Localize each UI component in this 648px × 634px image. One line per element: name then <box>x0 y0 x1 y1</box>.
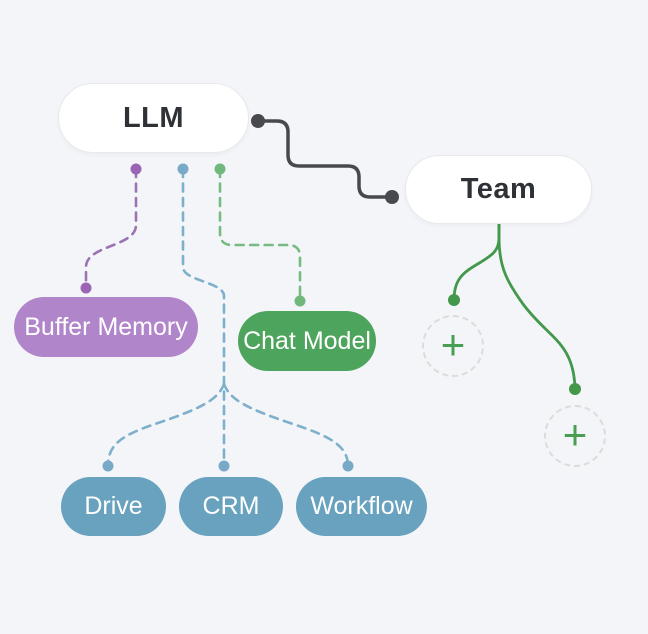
port-add-node-2-top <box>569 383 581 395</box>
node-workflow-label: Workflow <box>310 492 413 520</box>
port-llm-memory <box>130 163 142 175</box>
edge-team-add-node-1 <box>452 220 501 302</box>
node-drive-label: Drive <box>84 492 143 520</box>
node-drive[interactable]: Drive <box>61 477 166 536</box>
port-drive-top <box>102 460 114 472</box>
edge-llm-crm <box>181 167 226 468</box>
plus-icon: + <box>440 320 466 368</box>
node-crm-label: CRM <box>202 492 260 520</box>
node-buffer-memory[interactable]: Buffer Memory <box>14 297 198 357</box>
node-team-label: Team <box>460 173 537 205</box>
add-node-placeholder-2[interactable]: + <box>544 405 606 467</box>
node-workflow[interactable]: Workflow <box>296 477 427 536</box>
node-chat-model-label: Chat Model <box>243 326 371 355</box>
port-add-node-1-top <box>448 294 460 306</box>
port-chat-model-top <box>294 295 306 307</box>
port-buffer-memory-top <box>80 282 92 294</box>
edge-llm-workflow <box>222 382 350 468</box>
port-crm-top <box>218 460 230 472</box>
port-team-input <box>385 190 399 204</box>
node-chat-model[interactable]: Chat Model <box>238 311 376 371</box>
edge-team-add-node-2 <box>497 220 577 391</box>
edge-llm-chat-model <box>218 167 302 303</box>
port-workflow-top <box>342 460 354 472</box>
edge-llm-buffer-memory <box>84 167 138 290</box>
plus-icon: + <box>562 410 588 458</box>
port-llm-model <box>214 163 226 175</box>
node-crm[interactable]: CRM <box>179 477 283 536</box>
edge-llm-drive <box>106 382 226 468</box>
node-team[interactable]: Team <box>405 155 592 224</box>
node-buffer-memory-label: Buffer Memory <box>24 312 188 341</box>
edge-llm-team <box>256 119 394 199</box>
node-llm[interactable]: LLM <box>58 83 249 153</box>
add-node-placeholder-1[interactable]: + <box>422 315 484 377</box>
port-llm-output <box>251 114 265 128</box>
port-llm-tool <box>177 163 189 175</box>
node-llm-label: LLM <box>122 101 185 134</box>
